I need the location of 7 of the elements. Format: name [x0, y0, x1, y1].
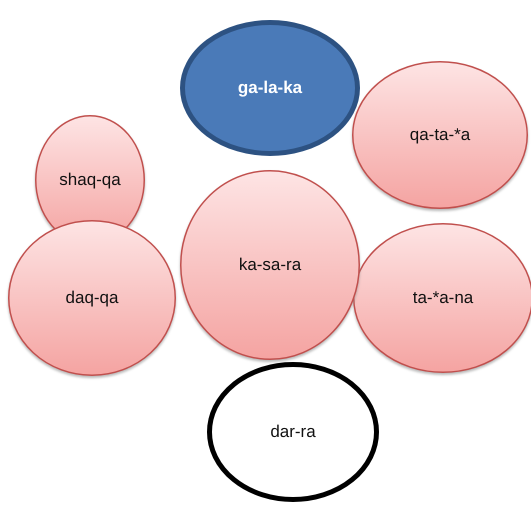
syllable-word: qa-ta-*a [410, 125, 470, 144]
syllable-word: ka-sa-ra [238, 255, 302, 274]
syllable-word: dar-ra [270, 422, 316, 441]
syllable-word: daq-qa [66, 288, 118, 307]
syllable-word: shaq-qa [59, 170, 121, 189]
syllable-word: ta-*a-na [412, 288, 474, 307]
syllable-word: ga-la-ka [238, 78, 302, 97]
